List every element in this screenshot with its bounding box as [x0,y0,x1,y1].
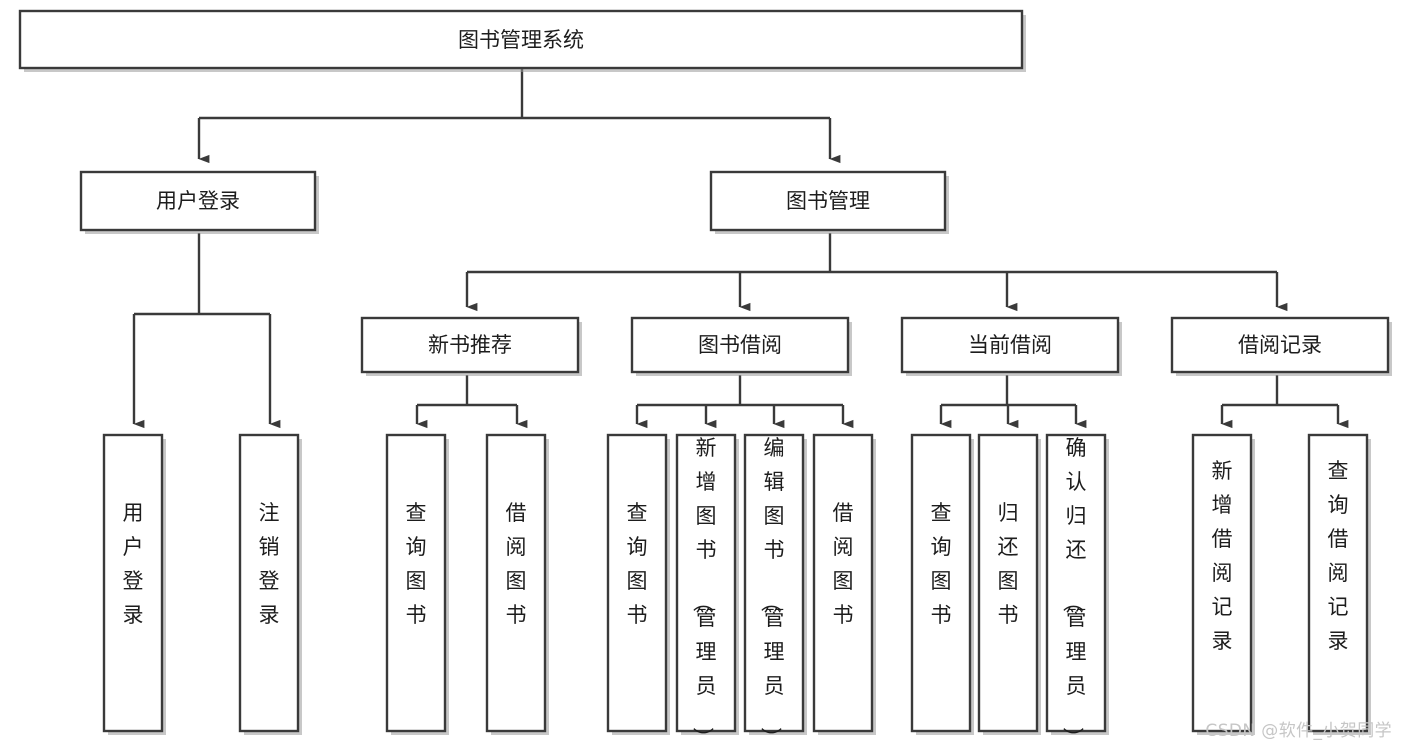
leaf-current-borrow-2-label: 确认归还（管理员） [1061,436,1087,747]
leaf-current-borrow-2[interactable]: 确认归还（管理员） [1045,433,1109,747]
leaf-user-login-1-label: 注销登录 [259,501,280,627]
leaf-current-borrow-1[interactable]: 归还图书 [977,433,1041,735]
leaf-user-login-0-label: 用户登录 [123,501,144,627]
leaf-user-login-0[interactable]: 用户登录 [102,433,166,735]
leaf-current-borrow-0-label: 查询图书 [931,501,952,627]
leaf-book-borrow-3[interactable]: 借阅图书 [812,433,876,735]
leaf-new-book-1-label: 借阅图书 [506,501,527,627]
leaf-new-book-1[interactable]: 借阅图书 [485,433,549,735]
leaf-new-book-0-label: 查询图书 [406,501,427,627]
node-root-system[interactable]: 图书管理系统 [18,9,1026,72]
node-new-book-recommend-label: 新书推荐 [428,333,512,357]
node-root-label: 图书管理系统 [458,28,584,52]
leaf-borrow-record-1-label: 查询借阅记录 [1328,459,1349,653]
node-book-borrow-label: 图书借阅 [698,333,782,357]
node-borrow-record-label: 借阅记录 [1238,333,1322,357]
leaf-book-borrow-1[interactable]: 新增图书（管理员） [675,433,739,747]
leaf-borrow-record-0[interactable]: 新增借阅记录 [1191,433,1255,735]
node-book-management[interactable]: 图书管理 [709,170,949,234]
node-borrow-record[interactable]: 借阅记录 [1170,316,1392,376]
node-current-borrow[interactable]: 当前借阅 [900,316,1122,376]
node-current-borrow-label: 当前借阅 [968,333,1052,357]
leaf-book-borrow-0-label: 查询图书 [627,501,648,627]
node-book-borrow[interactable]: 图书借阅 [630,316,852,376]
node-user-login[interactable]: 用户登录 [79,170,319,234]
connector-layer [132,69,1349,429]
leaf-borrow-record-1[interactable]: 查询借阅记录 [1307,433,1371,735]
leaf-current-borrow-0[interactable]: 查询图书 [910,433,974,735]
leaf-user-login-1[interactable]: 注销登录 [238,433,302,735]
leaf-book-borrow-0[interactable]: 查询图书 [606,433,670,735]
node-user-login-label: 用户登录 [156,189,240,213]
leaf-current-borrow-1-label: 归还图书 [998,501,1019,627]
leaf-book-borrow-2[interactable]: 编辑图书（管理员） [743,433,807,747]
leaf-new-book-0[interactable]: 查询图书 [385,433,449,735]
node-book-management-label: 图书管理 [786,189,870,213]
leaf-book-borrow-3-label: 借阅图书 [833,501,854,627]
leaf-book-borrow-1-label: 新增图书（管理员） [691,436,717,747]
node-new-book-recommend[interactable]: 新书推荐 [360,316,582,376]
leaf-book-borrow-2-label: 编辑图书（管理员） [759,436,785,747]
leaf-borrow-record-0-label: 新增借阅记录 [1212,459,1233,653]
